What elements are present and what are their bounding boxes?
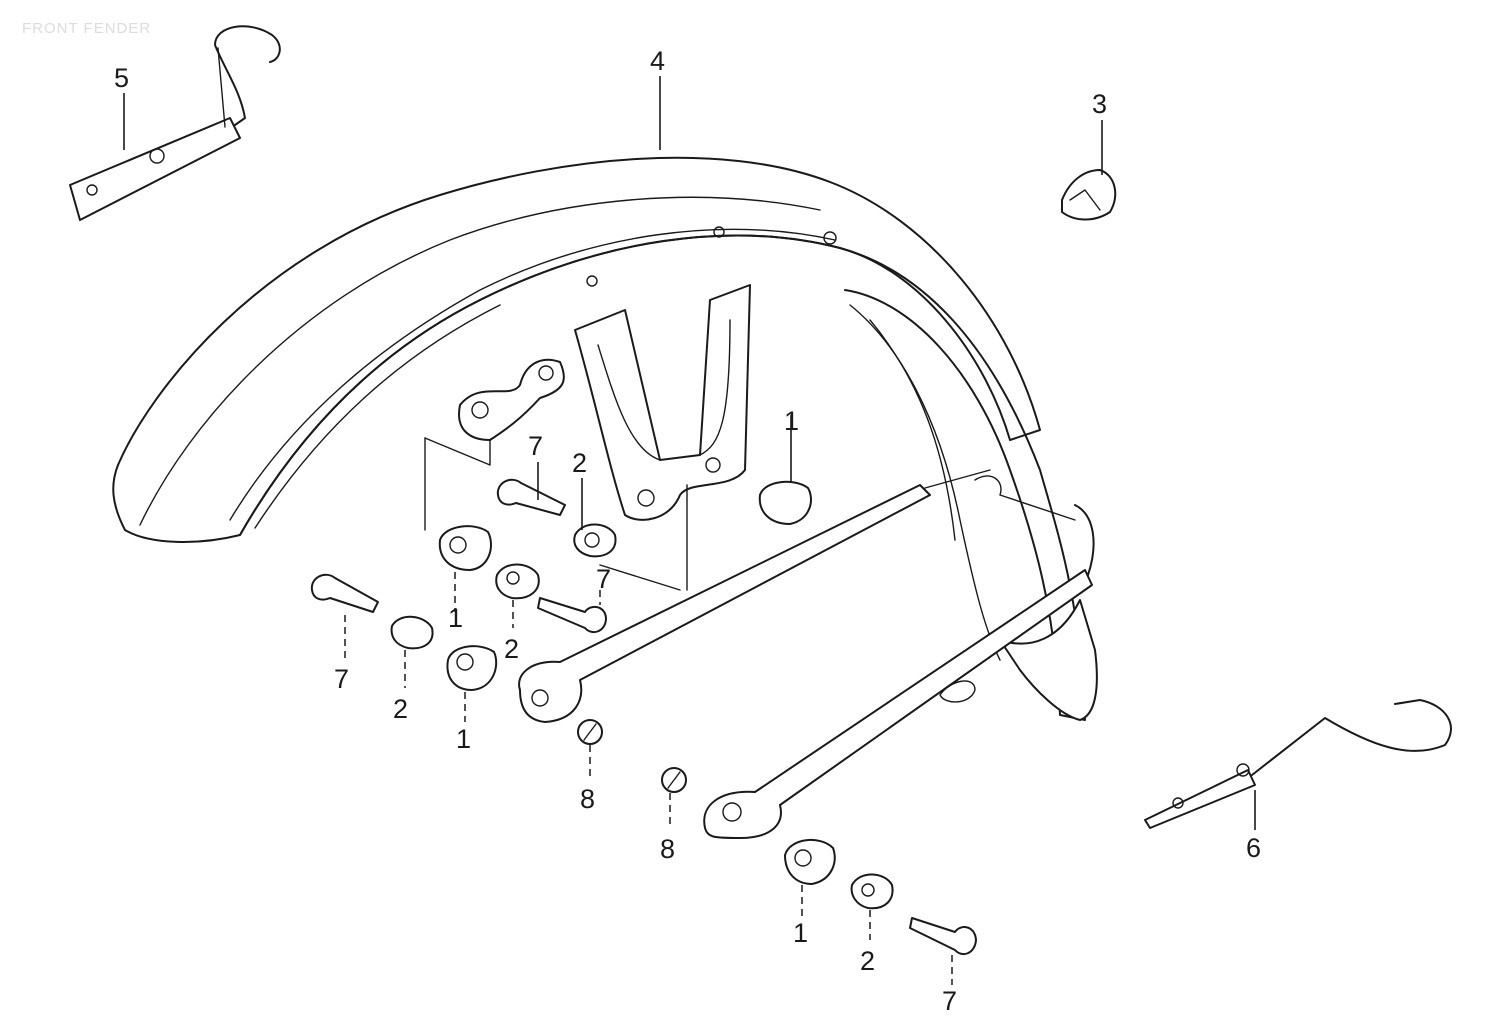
callout-2: 2: [572, 448, 587, 478]
callout-5: 5: [114, 63, 129, 93]
callout-3: 3: [1092, 89, 1107, 119]
callout-1: 1: [448, 603, 463, 633]
hook-bracket-upper: [69, 25, 281, 221]
callout-6: 6: [1246, 833, 1261, 863]
washer-part: [390, 615, 434, 650]
callouts: 5 4 3 7 2 1 1 2 7 7 2 1 8 8 1 2 7 6: [114, 46, 1261, 1016]
front-fender-part: [112, 156, 1098, 721]
nut-part: [577, 719, 603, 745]
callout-8: 8: [660, 834, 675, 864]
leader-lines: [123, 76, 1256, 985]
bolt-part: [496, 478, 566, 516]
left-bracket: [424, 358, 681, 591]
collar-part: [758, 480, 812, 525]
washer-part: [495, 563, 540, 600]
collar-part: [784, 838, 836, 885]
nut-part: [661, 767, 687, 793]
diagram-title: FRONT FENDER: [22, 20, 152, 37]
callout-1: 1: [793, 918, 808, 948]
hook-bracket-lower: [1144, 699, 1452, 829]
bolt-part: [310, 573, 379, 613]
washer-part: [850, 873, 894, 910]
callout-4: 4: [650, 46, 665, 76]
callout-2: 2: [393, 694, 408, 724]
grommet-part: [1061, 169, 1117, 221]
callout-1: 1: [456, 724, 471, 754]
rear-stay: [703, 475, 1095, 839]
front-stay: [518, 469, 991, 723]
center-bracket: [574, 284, 751, 591]
callout-7: 7: [942, 986, 957, 1016]
collar-part: [438, 525, 492, 571]
bolt-part: [909, 917, 977, 956]
callout-1: 1: [784, 406, 799, 436]
washer-part: [573, 523, 617, 558]
callout-7: 7: [596, 564, 611, 594]
collar-part: [446, 645, 498, 691]
hardware-parts: [310, 478, 977, 956]
callout-2: 2: [860, 946, 875, 976]
callout-8: 8: [580, 784, 595, 814]
callout-2: 2: [504, 634, 519, 664]
callout-7: 7: [528, 431, 543, 461]
callout-7: 7: [334, 664, 349, 694]
bolt-part: [537, 597, 607, 634]
